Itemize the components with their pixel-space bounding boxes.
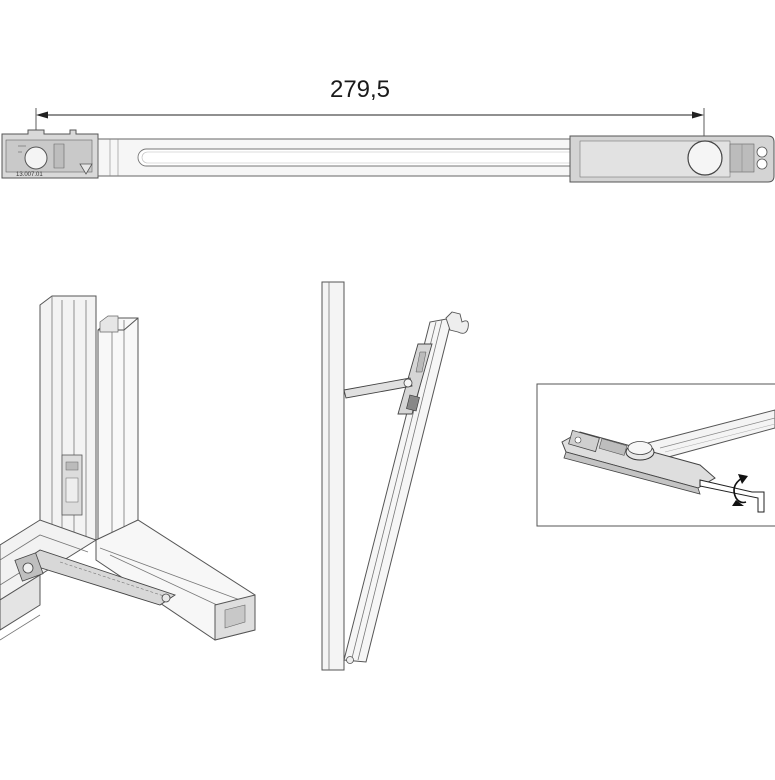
allen-key-icon <box>699 479 765 513</box>
dimension-label: 279,5 <box>329 76 391 103</box>
adjustment-detail-box <box>536 383 775 527</box>
rotate-arrow-icon <box>733 477 747 504</box>
part-code: 13.007.01 <box>16 172 43 178</box>
opened-sash-section-view <box>321 281 469 671</box>
stay-arm-side-view: 13.007.01 <box>1 129 775 183</box>
window-frame-corner-illustration <box>0 295 256 641</box>
